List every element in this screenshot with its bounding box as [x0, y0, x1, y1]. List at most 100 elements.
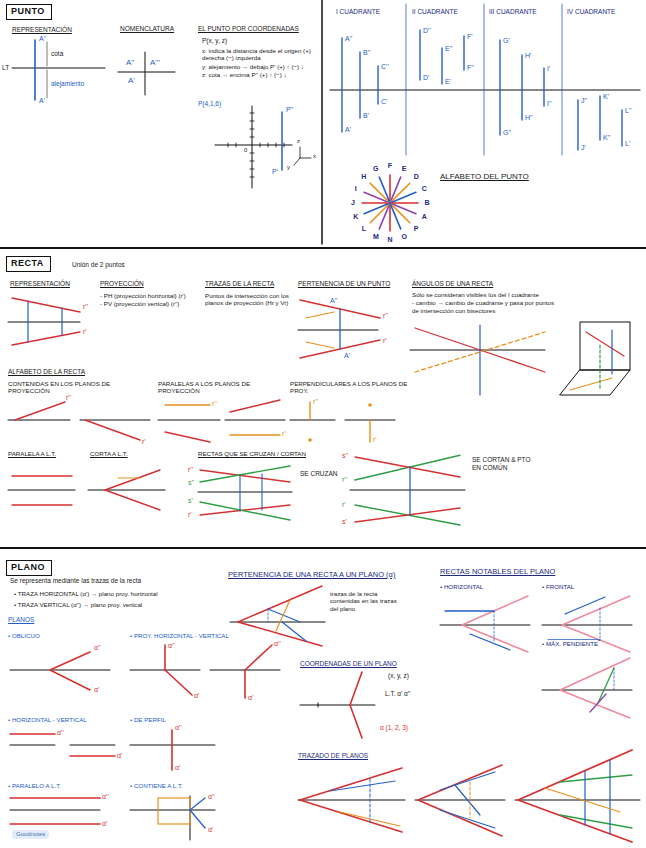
annotation-label: P': [272, 168, 278, 176]
annotation-label: r': [83, 328, 87, 336]
annotation-label: α': [102, 820, 107, 828]
alphabet-letter: F: [388, 162, 392, 170]
annotation-label: PARALELAS A LOS PLANOS DE PROYECCIÓN: [158, 380, 283, 395]
annotation-label: α'': [102, 793, 109, 801]
section-heading: PERTENENCIA DE UN PUNTO: [298, 280, 390, 288]
annotation-label: α (1, 2, 3): [380, 724, 408, 732]
annotation-label: 0: [244, 147, 247, 154]
annotation-label: P(4,1,6): [198, 100, 221, 108]
annotation-label: - PV (proyección vertical) (r''): [100, 300, 192, 307]
annotation-label: • DE PERFIL: [130, 716, 166, 723]
section-title: PUNTO: [11, 6, 47, 17]
annotation-label: • OBLICUO: [8, 632, 40, 639]
annotation-label: CONTENIDAS EN LOS PLANOS DE PROYECCIÓN: [8, 380, 153, 395]
annotation-label: • HORIZONTAL - VERTICAL: [8, 716, 87, 723]
annotation-label: α'': [57, 729, 64, 737]
section-heading: REPRESENTACIÓN: [10, 280, 70, 288]
annotation-label: E': [445, 78, 451, 86]
annotation-label: L'': [625, 107, 632, 115]
annotation-label: B'': [363, 49, 370, 57]
section-heading: TRAZADO DE PLANOS: [298, 752, 368, 760]
alphabet-letter: N: [387, 236, 392, 244]
section-heading: RECTAS QUE SE CRUZAN / CORTAN: [198, 450, 306, 457]
annotation-label: C': [381, 98, 387, 106]
annotation-label: LT: [2, 64, 9, 72]
alphabet-letter: E: [402, 165, 407, 173]
annotation-label: G'': [503, 129, 511, 137]
annotation-label: s': [342, 518, 347, 526]
alphabet-letter: L: [362, 225, 366, 233]
annotation-label: A': [344, 352, 350, 360]
annotation-label: A': [39, 97, 45, 105]
annotation-label: F': [467, 33, 473, 41]
annotation-label: H': [525, 52, 531, 60]
annotation-label: D': [423, 74, 429, 82]
annotation-label: L': [625, 140, 630, 148]
annotation-label: B': [363, 112, 369, 120]
annotation-label: s': [188, 497, 193, 505]
annotation-label: A': [128, 76, 135, 86]
annotation-label: • HORIZONTAL: [440, 583, 483, 590]
annotation-label: α'': [274, 640, 281, 648]
annotation-label: J'': [581, 97, 587, 105]
annotation-label: s'': [188, 479, 194, 487]
annotation-label: - cambio → cambio de cuadrante y pasa po…: [412, 299, 562, 314]
annotation-label: P(x, y, z): [202, 37, 227, 45]
annotation-label: r'': [383, 312, 388, 320]
annotation-label: (x, y, z): [388, 672, 409, 680]
annotation-label: IV CUADRANTE: [567, 8, 615, 16]
section-heading: ÁNGULOS DE UNA RECTA: [412, 280, 493, 288]
annotation-label: α': [94, 686, 99, 694]
annotation-label: K'': [603, 134, 610, 142]
annotation-label: F'': [467, 64, 474, 72]
section-heading: EL PUNTO POR COORDENADAS: [198, 25, 299, 33]
annotation-label: trazas de la recta contenidas en las tra…: [330, 590, 405, 612]
annotation-label: α'': [94, 644, 101, 652]
section-heading: PERTENENCIA DE UNA RECTA A UN PLANO (α): [228, 570, 395, 579]
annotation-label: K': [603, 93, 609, 101]
annotation-label: α': [248, 694, 253, 702]
annotation-label: L.T. α' α'': [385, 690, 410, 698]
alphabet-letter: B: [424, 199, 429, 207]
annotation-label: r'': [212, 400, 217, 408]
annotation-label: r': [383, 337, 387, 345]
alphabet-letter: K: [353, 213, 358, 221]
annotation-label: • TRAZA HORIZONTAL (α') → plano proy. ho…: [14, 590, 158, 597]
section-heading: PROYECCIÓN: [100, 280, 144, 288]
annotation-label: r': [188, 511, 192, 519]
annotation-label: cota: [51, 50, 63, 58]
annotation-label: G': [503, 37, 510, 45]
annotation-label: z: [297, 138, 300, 145]
annotation-label: r'': [342, 476, 347, 484]
alphabet-letter: M: [373, 233, 379, 241]
section-heading: RECTAS NOTABLES DEL PLANO: [440, 567, 555, 576]
alphabet-letter: O: [401, 233, 406, 241]
section-heading: PARALELA A L.T.: [8, 450, 56, 457]
annotation-label: II CUADRANTE: [412, 8, 458, 16]
alphabet-letter: A: [422, 213, 427, 221]
annotation-label: J': [581, 144, 586, 152]
section-title: PLANO: [11, 562, 47, 573]
annotation-label: z: cota → encima P'' (+) ↑ (−) ↓: [202, 71, 318, 78]
annotation-label: y: [287, 164, 290, 171]
annotation-label: x: indica la distancia desde el origen (…: [202, 47, 318, 62]
annotation-label: A''': [150, 58, 160, 68]
annotation-label: Goodnotes: [12, 830, 49, 839]
annotation-label: Puntos de intersección con los planos de…: [205, 292, 293, 307]
annotation-label: r': [373, 436, 377, 444]
annotation-label: • PARALELO A L.T.: [8, 782, 61, 789]
annotation-label: • CONTIENE A L.T.: [130, 782, 183, 789]
alphabet-letter: I: [355, 185, 357, 193]
alphabet-letter: J: [351, 199, 355, 207]
annotation-label: r': [342, 501, 346, 509]
annotation-label: D'': [423, 27, 431, 35]
section-heading: PLANOS: [8, 616, 34, 624]
annotation-label: I': [547, 65, 550, 73]
annotation-label: PERPENDICULARES A LOS PLANOS DE PROY.: [290, 380, 410, 395]
alphabet-letter: D: [414, 173, 419, 181]
annotation-label: α': [117, 752, 122, 760]
annotation-label: - PH (proyección horizontal) (r'): [100, 292, 192, 299]
section-heading: CORTA A L.T.: [90, 450, 128, 457]
alphabet-letter: C: [422, 185, 427, 193]
